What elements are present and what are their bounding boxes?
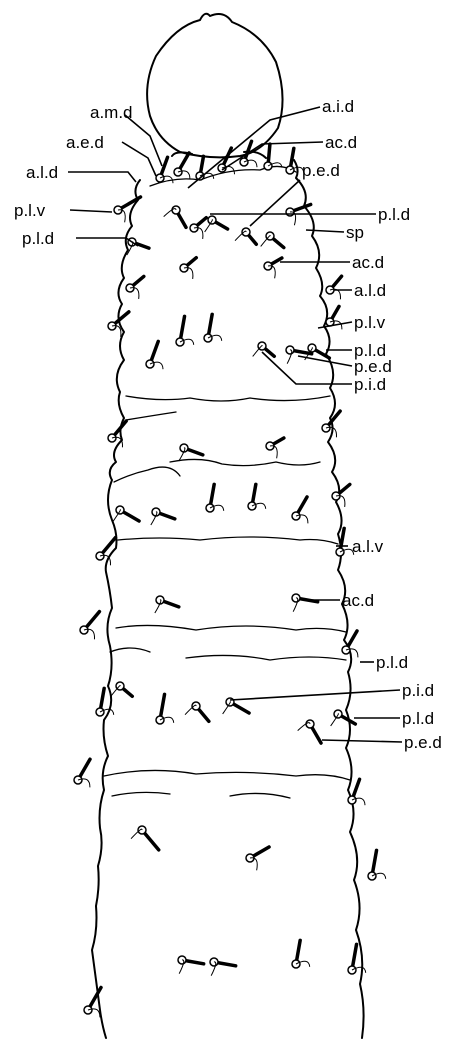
label-p-l-d: p.l.d [376,653,408,672]
setae [74,141,386,1017]
label-p-e-d: p.e.d [354,357,392,376]
head-capsule [147,14,282,158]
label-ac-d: ac.d [352,253,384,272]
label-p-l-v: p.l.v [14,201,46,220]
label-sp: sp [346,223,364,242]
label-a-m-d: a.m.d [90,103,133,122]
label-ac-d: ac.d [325,133,357,152]
label-a-l-v: a.l.v [352,537,384,556]
label-a-i-d: a.i.d [322,97,354,116]
label-ac-d: ac.d [342,591,374,610]
label-a-e-d: a.e.d [66,133,104,152]
label-p-l-d: p.l.d [378,205,410,224]
label-a-l-d: a.l.d [354,281,386,300]
label-p-l-d: p.l.d [22,229,54,248]
label-a-l-d: a.l.d [26,163,58,182]
label-p-l-v: p.l.v [354,313,386,332]
label-p-e-d: p.e.d [302,161,340,180]
leader-lines [68,107,402,742]
label-p-i-d: p.i.d [402,681,434,700]
label-p-e-d: p.e.d [404,733,442,752]
labels: a.m.d a.i.d a.e.d ac.d a.l.d p.e.d p.l.v… [14,97,442,752]
label-p-l-d: p.l.d [402,709,434,728]
label-p-i-d: p.i.d [354,375,386,394]
